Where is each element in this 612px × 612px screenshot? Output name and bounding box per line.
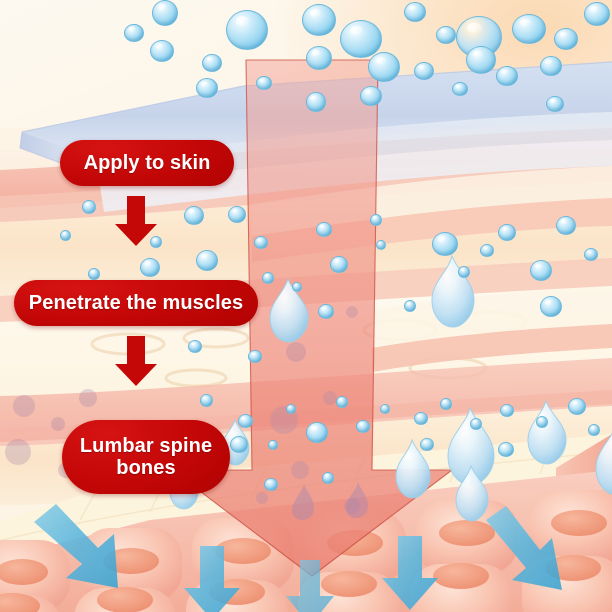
bubble — [256, 76, 272, 90]
bubble — [254, 236, 268, 249]
bubble — [414, 412, 428, 425]
bubble — [302, 4, 336, 36]
bubble — [584, 2, 610, 26]
step-arrow-down-1 — [115, 196, 157, 246]
bubble — [466, 46, 496, 74]
bubble — [306, 46, 332, 70]
bubble — [202, 54, 222, 72]
bubble — [540, 56, 562, 76]
bubble — [238, 414, 253, 428]
bubble — [200, 394, 213, 407]
bubble — [498, 224, 516, 241]
bubble — [306, 92, 326, 112]
bubble — [268, 440, 278, 450]
bubble — [584, 248, 598, 261]
bubble — [540, 296, 562, 317]
bubble — [458, 266, 470, 278]
step-arrow-down-2 — [115, 336, 157, 386]
bubble — [440, 398, 452, 410]
bone-absorption-arrows — [34, 504, 562, 612]
bubble — [150, 40, 174, 62]
bubble — [306, 422, 328, 443]
bubble — [150, 236, 162, 248]
bubble — [248, 350, 262, 363]
bubble — [336, 396, 348, 408]
bubble — [432, 232, 458, 256]
bubble — [196, 78, 218, 98]
bubble — [152, 0, 178, 26]
bubble — [470, 418, 482, 430]
bubble — [414, 62, 434, 80]
bubble — [554, 28, 578, 50]
bubble — [60, 230, 71, 241]
bubble — [286, 404, 296, 414]
bubble — [230, 436, 248, 453]
label-lumbar-spine-bones[interactable]: Lumbar spine bones — [62, 420, 230, 494]
bubble — [380, 404, 390, 414]
bubble — [498, 442, 514, 457]
bubble — [340, 20, 382, 58]
bubble — [404, 300, 416, 312]
bubble — [356, 420, 370, 433]
bubble — [88, 268, 100, 280]
bubble — [376, 240, 386, 250]
bubble — [496, 66, 518, 86]
label-lumbar-spine-bones-line1: Lumbar spine — [79, 434, 213, 457]
bubble — [368, 52, 400, 82]
bubble — [140, 258, 160, 277]
label-apply-to-skin-text: Apply to skin — [83, 151, 211, 174]
bubble — [184, 206, 204, 225]
bubble — [196, 250, 218, 271]
bubble — [188, 340, 202, 353]
bubble — [360, 86, 382, 106]
bubble — [500, 404, 514, 417]
bubble — [124, 24, 144, 42]
bubble — [404, 2, 426, 22]
bubble — [292, 282, 302, 292]
bubble — [512, 14, 546, 44]
bubble — [82, 200, 96, 214]
bubble — [226, 10, 268, 50]
label-penetrate-the-muscles[interactable]: Penetrate the muscles — [14, 280, 258, 326]
bubble — [228, 206, 246, 223]
bubble — [264, 478, 278, 491]
bubble — [316, 222, 332, 237]
bubble — [436, 26, 456, 44]
bubble — [262, 272, 274, 284]
bubble — [456, 16, 502, 58]
bubble — [530, 260, 552, 281]
bubble — [480, 244, 494, 257]
label-penetrate-the-muscles-text: Penetrate the muscles — [28, 291, 244, 314]
bubble — [546, 96, 564, 112]
label-apply-to-skin[interactable]: Apply to skin — [60, 140, 234, 186]
bubble — [452, 82, 468, 96]
bubble — [588, 424, 600, 436]
bubble — [370, 214, 382, 226]
bubble — [322, 472, 334, 484]
bubble — [568, 398, 586, 415]
bubble — [318, 304, 334, 319]
bubble — [420, 438, 434, 451]
bubble — [330, 256, 348, 273]
bubble — [536, 416, 548, 428]
label-lumbar-spine-bones-line2: bones — [116, 457, 176, 479]
bubble — [556, 216, 576, 235]
